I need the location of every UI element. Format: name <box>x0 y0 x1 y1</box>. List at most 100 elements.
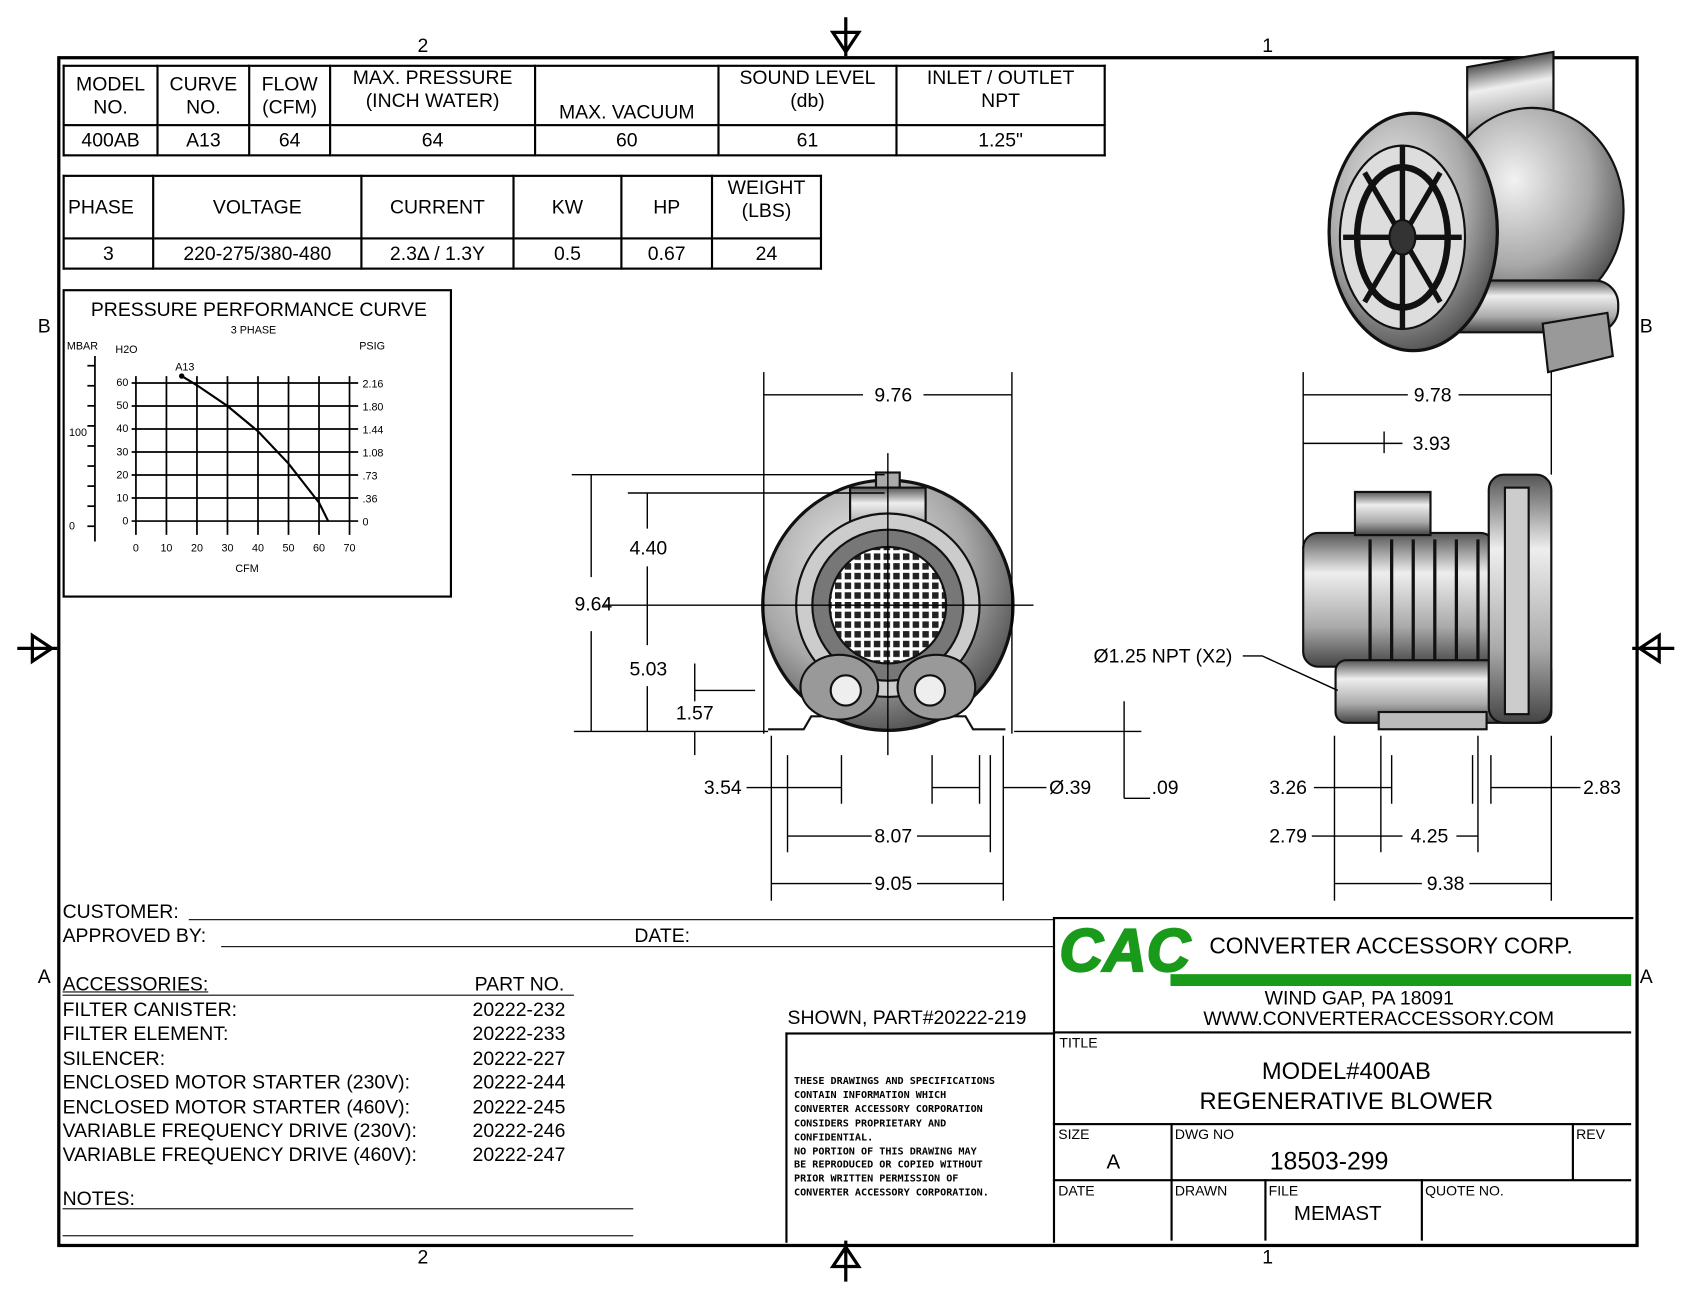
dim-label: 9.78 <box>1414 384 1452 406</box>
divider <box>1420 1179 1423 1241</box>
header-model: MODEL NO. <box>62 64 159 127</box>
x-axis-label: CFM <box>235 563 258 575</box>
size-value: A <box>1106 1151 1121 1174</box>
cell: 400AB <box>62 124 159 157</box>
dimension-labels: 9.76 4.40 9.64 5.03 1.57 3.54 Ø.39 .09 8… <box>574 384 1620 895</box>
divider <box>1052 1031 1632 1034</box>
dim-label: 9.76 <box>874 384 912 406</box>
zone-label: B <box>37 315 51 337</box>
approved-by-field-line[interactable] <box>221 946 1056 948</box>
notes-line[interactable] <box>62 1235 634 1237</box>
dim-label: Ø.39 <box>1049 777 1091 799</box>
psig-tick-label: 1.80 <box>362 401 383 413</box>
port-callout: Ø1.25 NPT (X2) <box>1094 645 1233 667</box>
title-block <box>1052 916 1634 1243</box>
cell: 64 <box>329 124 537 157</box>
file-value: MEMAST <box>1293 1202 1382 1226</box>
shown-part-label: SHOWN, PART#20222-219 <box>787 1006 1027 1029</box>
rev-label: REV <box>1576 1126 1605 1143</box>
header-sound: SOUND LEVEL (db) <box>717 64 898 127</box>
company-address: WIND GAP, PA 18091 <box>1264 987 1454 1009</box>
header-hp: HP <box>620 174 714 240</box>
company-website[interactable]: WWW.CONVERTERACCESSORY.COM <box>1203 1007 1555 1030</box>
accessories-header: ACCESSORIES: <box>62 973 209 995</box>
accessory-part-no: 20222-246 <box>472 1119 566 1142</box>
dim-label: 8.07 <box>874 826 912 848</box>
psig-tick-label: .73 <box>362 470 377 482</box>
cell: 1.25" <box>895 124 1106 157</box>
cell: 64 <box>248 124 332 157</box>
divider <box>1571 1123 1574 1181</box>
dim-label: 3.26 <box>1269 777 1307 799</box>
h2o-label: H2O <box>115 344 137 356</box>
side-view <box>1302 473 1553 731</box>
cell: 24 <box>710 237 823 270</box>
spec-table: MODEL NO. CURVE NO. FLOW (CFM) MAX. PRES… <box>62 64 1106 157</box>
x-tick-label: 40 <box>252 542 264 554</box>
isometric-blower-view <box>1327 50 1625 374</box>
dwg-no-value: 18503-299 <box>1269 1146 1389 1175</box>
dim-label: 2.79 <box>1269 826 1307 848</box>
y-tick-label: 0 <box>122 515 128 527</box>
accessory-part-no: 20222-245 <box>472 1095 566 1118</box>
disclaimer-line: BE REPRODUCED OR COPIED WITHOUT <box>793 1159 983 1171</box>
file-label: FILE <box>1268 1182 1299 1199</box>
accessory-part-no: 20222-232 <box>472 998 566 1021</box>
psig-tick-label: 0 <box>362 516 368 528</box>
disclaimer-line: CONTAIN INFORMATION WHICH <box>793 1089 947 1102</box>
disclaimer-line: CONSIDERS PROPRIETARY AND <box>793 1117 947 1130</box>
dim-label: 9.64 <box>574 594 612 616</box>
dim-label: 2.83 <box>1583 777 1621 799</box>
header-pressure: MAX. PRESSURE (INCH WATER) <box>329 64 537 127</box>
x-tick-label: 0 <box>133 542 139 554</box>
title-line-1: MODEL#400AB <box>1261 1057 1431 1085</box>
date-label: DATE: <box>634 924 691 947</box>
dim-label: 5.03 <box>629 658 667 680</box>
title-label: TITLE <box>1059 1034 1098 1051</box>
psig-tick-label: 2.16 <box>362 378 383 390</box>
accessories-underline <box>62 994 574 996</box>
dim-label: 3.54 <box>704 777 742 799</box>
zone-label: 2 <box>417 34 429 57</box>
x-tick-label: 30 <box>221 542 233 554</box>
x-tick-label: 20 <box>191 542 203 554</box>
psig-label: PSIG <box>359 341 385 353</box>
dim-label: .09 <box>1152 777 1179 799</box>
disclaimer-line: CONFIDENTIAL. <box>793 1131 874 1144</box>
psig-tick-label: 1.44 <box>362 424 383 436</box>
approved-by-label: APPROVED BY: <box>62 924 207 947</box>
cell: 61 <box>717 124 898 157</box>
accessory-name: FILTER ELEMENT: <box>62 1023 229 1045</box>
x-tick-label: 60 <box>313 542 325 554</box>
chart-title: PRESSURE PERFORMANCE CURVE <box>91 299 427 321</box>
header-weight: WEIGHT (LBS) <box>710 174 823 240</box>
zone-label: A <box>37 965 51 988</box>
x-tick-label: 50 <box>283 542 295 554</box>
cell: 220-275/380-480 <box>152 237 363 270</box>
customer-field-line[interactable] <box>188 919 1056 921</box>
dim-label: 9.05 <box>874 873 912 895</box>
disclaimer-line: THESE DRAWINGS AND SPECIFICATIONS <box>793 1075 995 1088</box>
y-tick-label: 30 <box>116 446 128 458</box>
y-tick-label: 10 <box>116 492 128 504</box>
dimension-lines <box>571 372 1581 901</box>
divider <box>1052 1123 1632 1126</box>
part-no-header: PART NO. <box>474 973 565 995</box>
date-field-label: DATE <box>1058 1182 1095 1199</box>
header-flow: FLOW (CFM) <box>248 64 332 127</box>
drawing-border <box>57 56 1639 1248</box>
company-name: CONVERTER ACCESSORY CORP. <box>1209 934 1573 960</box>
divider <box>1052 1179 1632 1182</box>
dim-label: 4.25 <box>1411 826 1449 848</box>
mbar-tick-label: 100 <box>69 427 87 439</box>
dwg-no-label: DWG NO <box>1174 1126 1235 1143</box>
accessory-part-no: 20222-247 <box>472 1143 566 1166</box>
dim-label: 3.93 <box>1413 433 1451 455</box>
notes-line[interactable] <box>62 1208 634 1210</box>
accessory-name: ENCLOSED MOTOR STARTER (230V): <box>62 1071 411 1094</box>
zone-label: B <box>1639 315 1653 337</box>
accessory-name: VARIABLE FREQUENCY DRIVE (460V): <box>62 1143 417 1166</box>
